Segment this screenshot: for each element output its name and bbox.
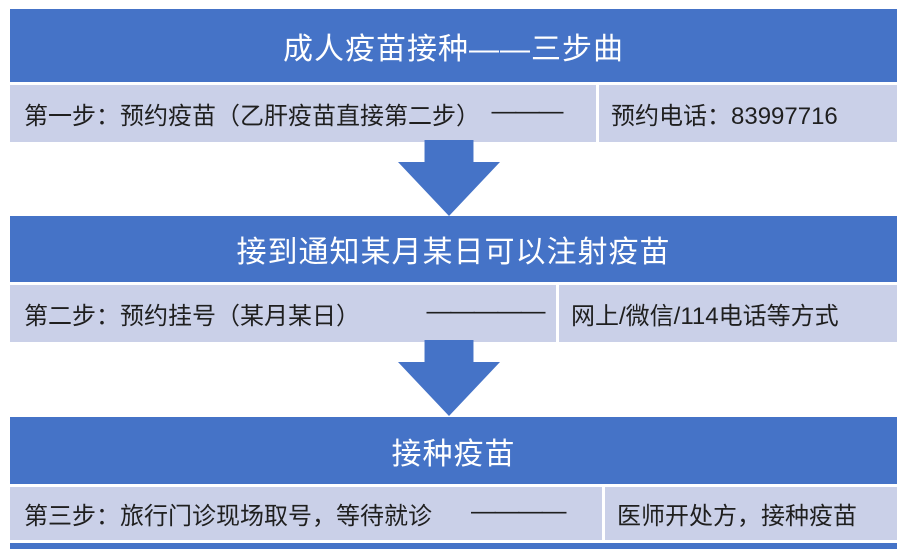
step-2-dash: —————	[426, 297, 546, 325]
step-3-dash: ————	[471, 497, 567, 525]
step-1-row: 第一步：预约疫苗（乙肝疫苗直接第二步） ——— 预约电话：83997716	[10, 85, 897, 142]
step-1-dash: ———	[491, 97, 564, 125]
section-1-title: 成人疫苗接种——三步曲	[283, 32, 624, 66]
step-2-right-text: 网上/微信/114电话等方式	[571, 303, 839, 330]
step-3-right-text: 医师开处方，接种疫苗	[617, 503, 857, 530]
step-3-row: 第三步：旅行门诊现场取号，等待就诊 ———— 医师开处方，接种疫苗	[10, 487, 897, 540]
step-3-left-cell: 第三步：旅行门诊现场取号，等待就诊 ————	[10, 487, 602, 540]
step-2-left-cell: 第二步：预约挂号（某月某日） —————	[10, 285, 556, 342]
step-3-right-cell: 医师开处方，接种疫苗	[605, 487, 897, 540]
section-3-header: 接种疫苗	[10, 417, 897, 484]
bottom-accent-bar	[10, 543, 897, 549]
step-2-left-text: 第二步：预约挂号（某月某日）	[24, 303, 360, 330]
step-1-right-cell: 预约电话：83997716	[599, 85, 897, 142]
step-1-right-text: 预约电话：83997716	[611, 103, 838, 130]
down-arrow-icon-1	[398, 140, 500, 216]
down-arrow-icon-2	[398, 340, 500, 416]
step-2-row: 第二步：预约挂号（某月某日） ————— 网上/微信/114电话等方式	[10, 285, 897, 342]
step-3-left-text: 第三步：旅行门诊现场取号，等待就诊	[24, 503, 432, 530]
section-2-title: 接到通知某月某日可以注射疫苗	[236, 236, 671, 269]
section-1-header: 成人疫苗接种——三步曲	[10, 9, 897, 82]
step-1-left-cell: 第一步：预约疫苗（乙肝疫苗直接第二步） ———	[10, 85, 596, 142]
step-2-right-cell: 网上/微信/114电话等方式	[559, 285, 897, 342]
step-1-left-text: 第一步：预约疫苗（乙肝疫苗直接第二步）	[24, 103, 480, 130]
section-3-title: 接种疫苗	[391, 437, 516, 471]
section-2-header: 接到通知某月某日可以注射疫苗	[10, 216, 897, 282]
